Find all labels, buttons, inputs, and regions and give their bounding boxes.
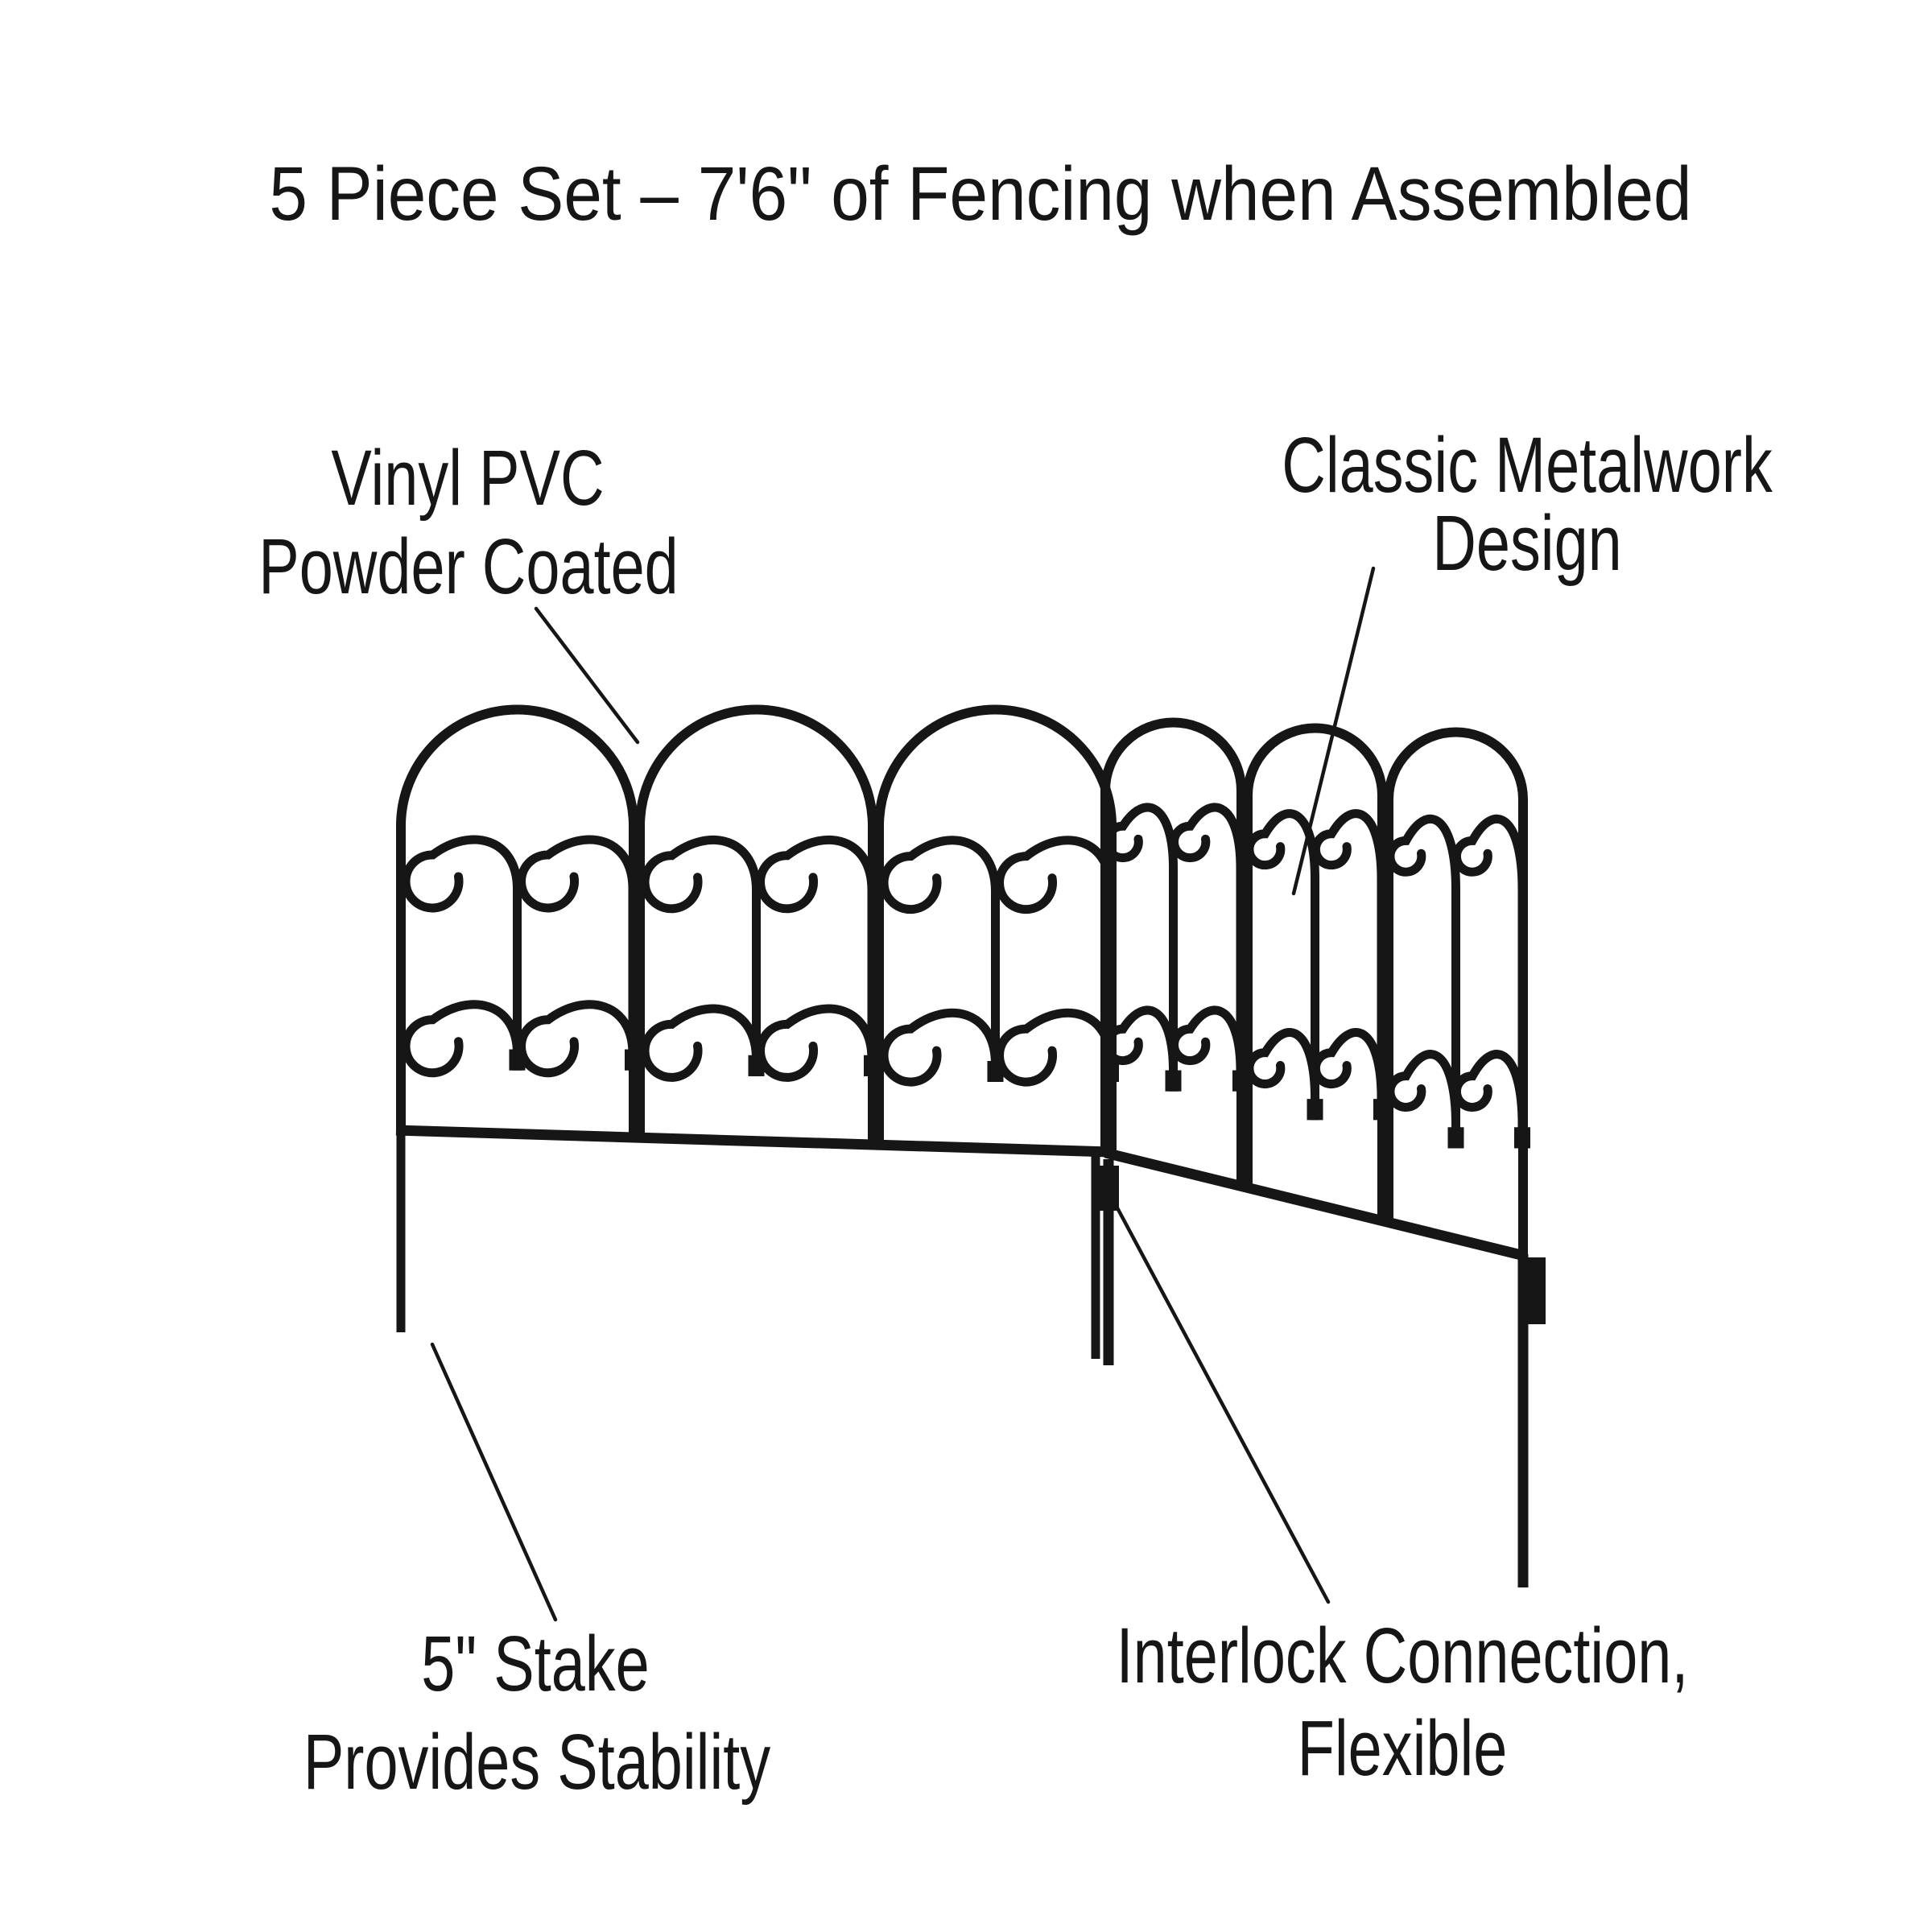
- callout-stake-line2: Provides Stability: [303, 1718, 771, 1806]
- leader-line-metalwork: [1291, 566, 1376, 896]
- fence-illustration: [395, 704, 1530, 1587]
- callout-vinyl-line1: Vinyl PVC: [331, 434, 605, 522]
- stake-sleeve: [1525, 1257, 1546, 1324]
- callout-interlock-line2: Flexible: [1297, 1704, 1508, 1792]
- leader-line-vinyl: [534, 606, 640, 745]
- callout-interlock-line1: Interlock Connection,: [1116, 1612, 1689, 1699]
- callout-metalwork-line2: Design: [1432, 499, 1622, 587]
- callout-stake-line1: 5" Stake: [421, 1620, 650, 1707]
- callout-metalwork-line1: Classic Metalwork: [1282, 421, 1773, 509]
- leader-line-interlock: [1113, 1201, 1331, 1604]
- page-title: 5 Piece Set – 7'6" of Fencing when Assem…: [269, 151, 1692, 237]
- callout-vinyl-line2: Powder Coated: [258, 522, 679, 610]
- leader-line-stake: [430, 1342, 558, 1622]
